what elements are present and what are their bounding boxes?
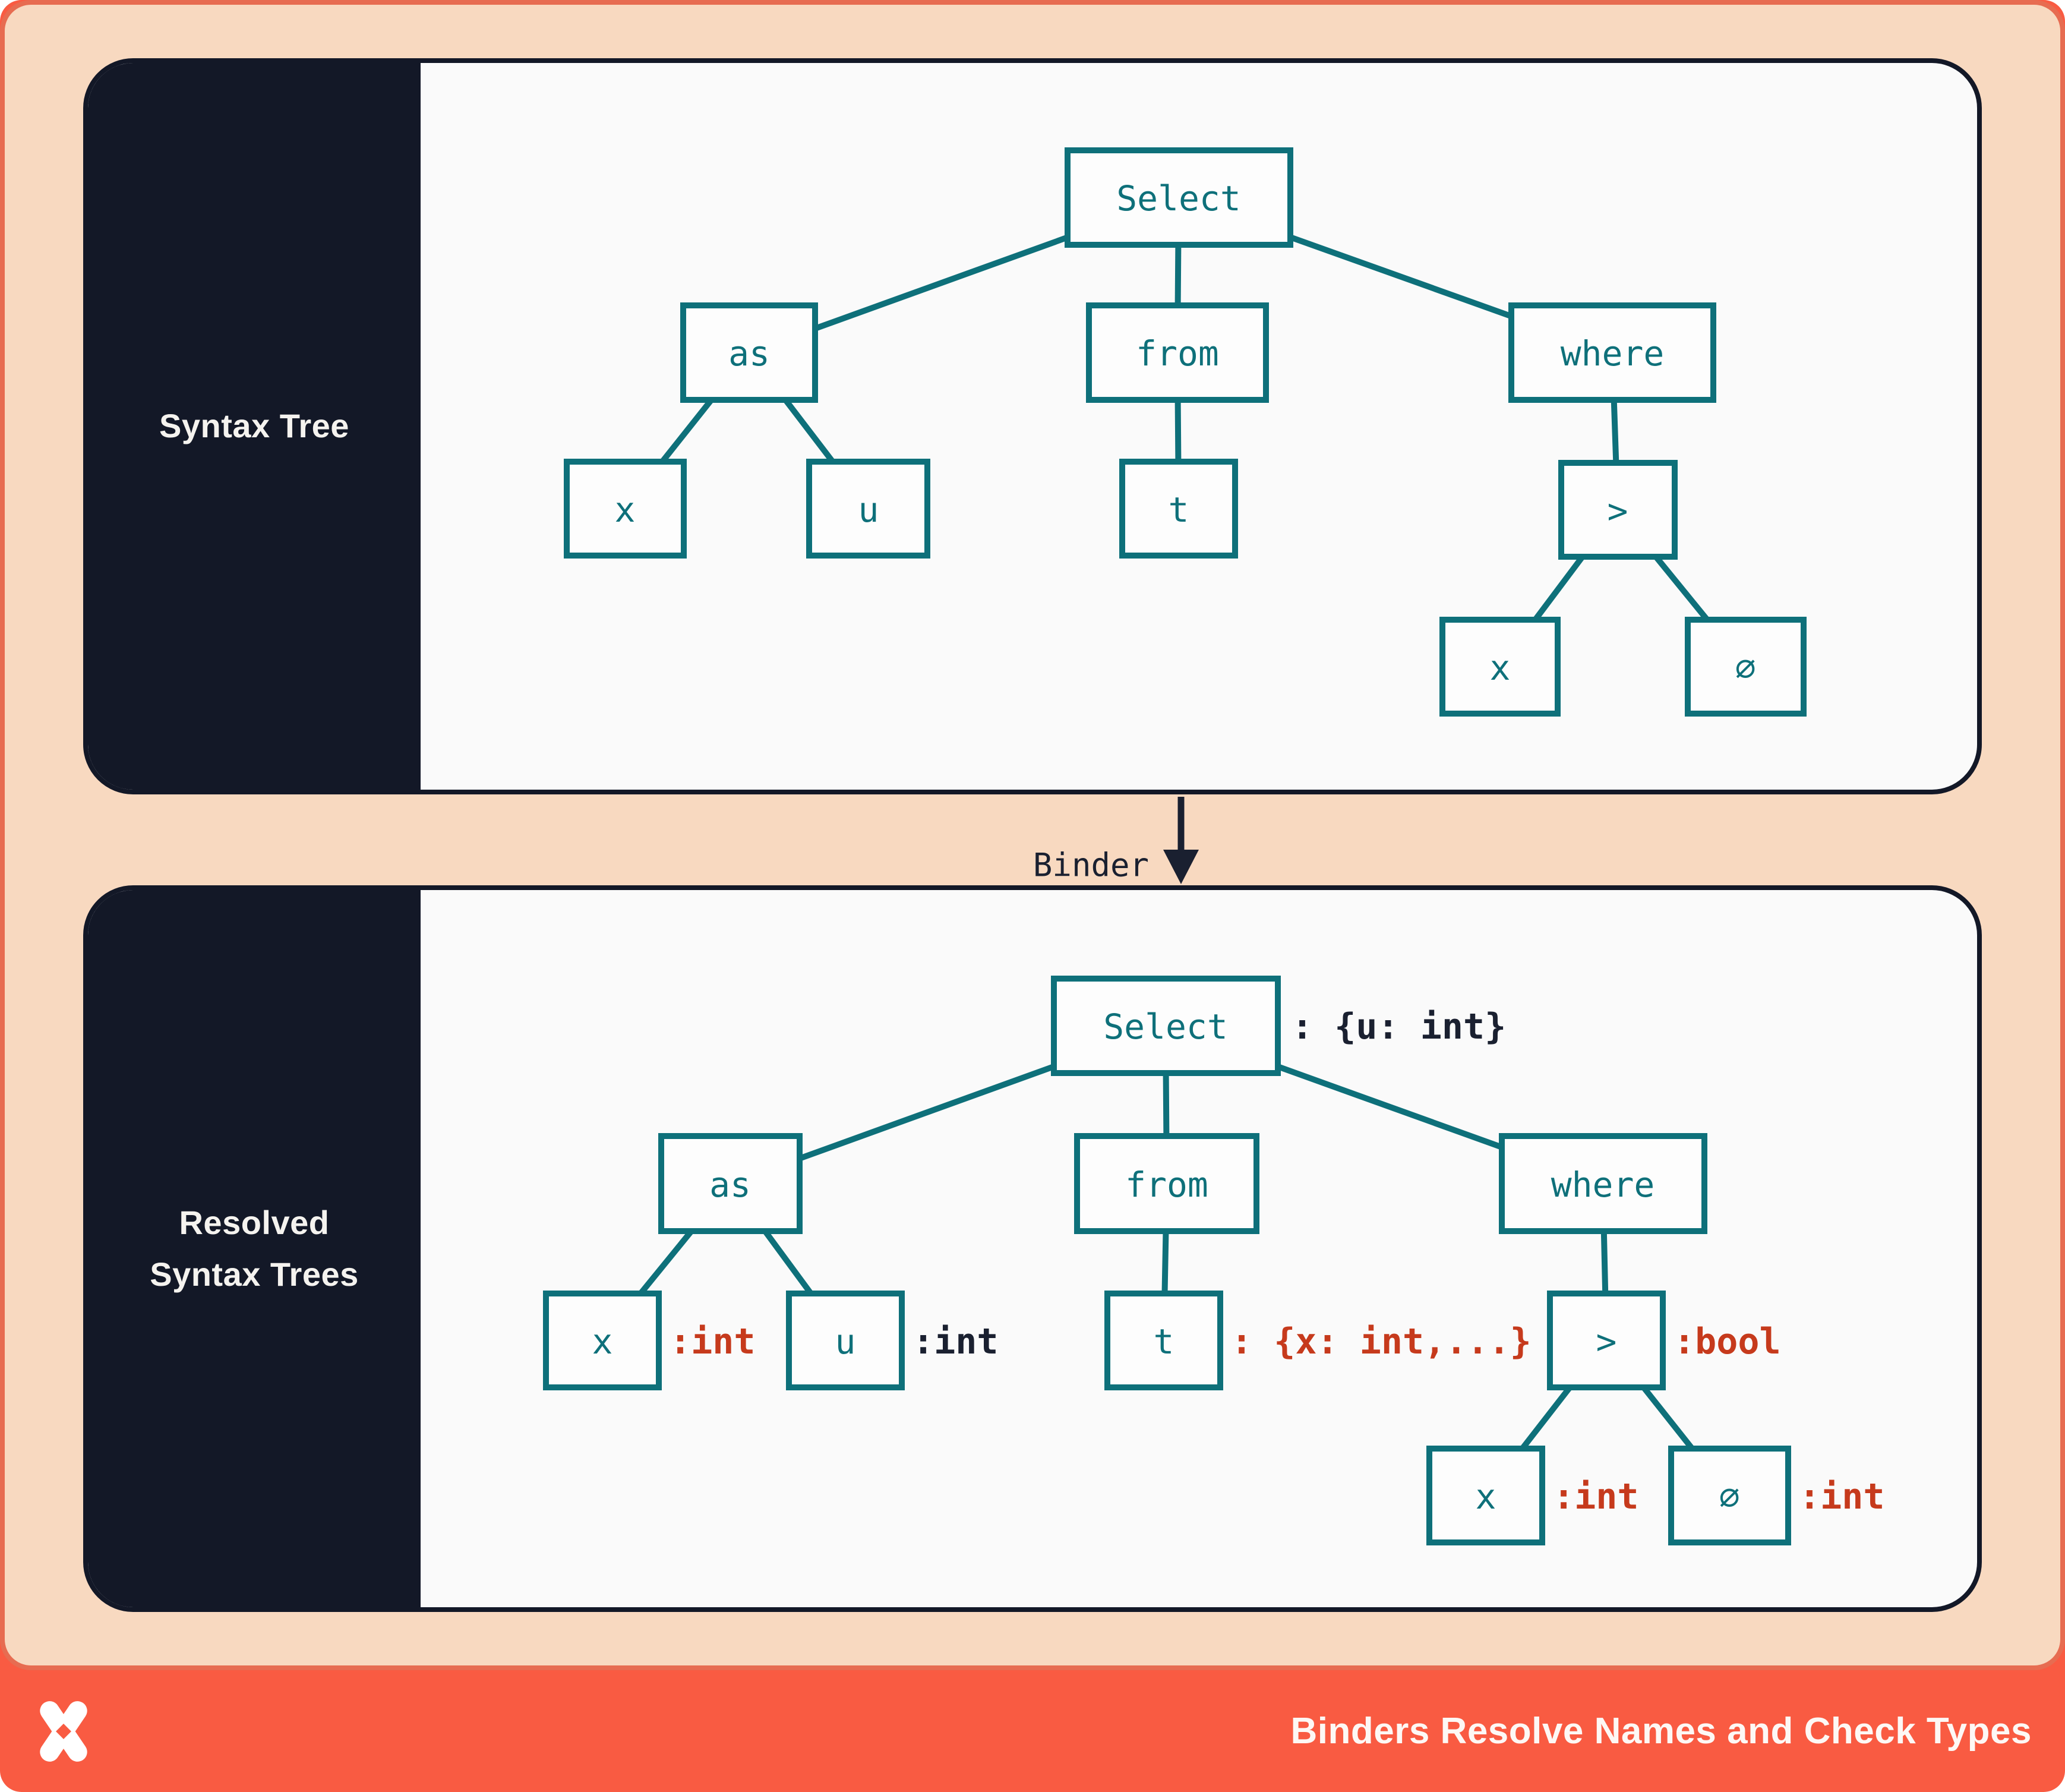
syntax-tree-sidebar: Syntax Tree	[88, 63, 421, 790]
pinwheel-logo-icon	[40, 1700, 87, 1762]
syntax-tree-panel: Syntax Tree	[83, 58, 1982, 794]
syntax-tree-panel-label: Syntax Tree	[159, 407, 349, 445]
resolved-syntax-trees-sidebar: Resolved Syntax Trees	[88, 890, 421, 1607]
resolved-label-line1: Resolved	[179, 1203, 330, 1241]
footer-title: Binders Resolve Names and Check Types	[1290, 1711, 2032, 1752]
resolved-syntax-trees-panel: Resolved Syntax Trees	[83, 885, 1982, 1612]
resolved-label-line2: Syntax Trees	[150, 1255, 359, 1293]
footer-bar: Binders Resolve Names and Check Types	[0, 1670, 2065, 1792]
resolved-syntax-trees-panel-label: Resolved Syntax Trees	[150, 1197, 359, 1301]
